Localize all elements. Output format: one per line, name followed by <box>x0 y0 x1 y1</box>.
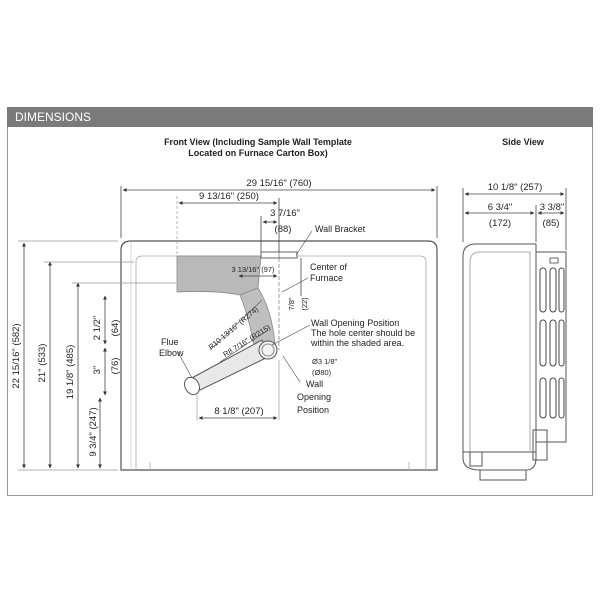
side-depth-front: 6 3/4" <box>488 202 513 213</box>
flue-drop-mm: (76) <box>110 358 121 375</box>
wall-opening-label-2: The hole center should be <box>311 328 415 338</box>
bracket-offset-dim: 3 7/16" <box>270 208 300 219</box>
template-width-dim: 9 13/16" (250) <box>199 191 259 202</box>
side-depth-front-mm: (172) <box>489 218 511 229</box>
center-label-2: Furnace <box>310 273 343 283</box>
diagram-frame <box>7 127 593 496</box>
side-view-title: Side View <box>502 137 545 147</box>
wall-opening-label-1: Wall Opening Position <box>311 318 399 328</box>
side-depth-rear-mm: (85) <box>543 218 560 229</box>
section-header: DIMENSIONS <box>7 107 593 127</box>
flue-rise-mm: (64) <box>110 320 121 337</box>
wall-opening-label-3: within the shaded area. <box>310 338 404 348</box>
flue-elbow <box>184 339 278 396</box>
bottom-offset-dim: 8 1/8" (207) <box>214 406 263 417</box>
wop-label-2: Opening <box>297 392 331 402</box>
flue-label-2: Elbow <box>159 348 184 358</box>
center-label-1: Center of <box>310 262 348 272</box>
height-19-dim: 19 1/8" (485) <box>65 345 76 400</box>
side-view-louvers <box>539 267 565 419</box>
wop-label-1: Wall <box>306 379 323 389</box>
front-view-furnace <box>120 240 438 471</box>
hole-diameter-mm: (Ø80) <box>312 368 332 377</box>
side-depth-rear: 3 3/8" <box>540 202 565 213</box>
height-21-dim: 21" (533) <box>37 344 48 383</box>
flue-label-1: Flue <box>161 337 179 347</box>
wop-label-3: Position <box>297 405 329 415</box>
section-title: DIMENSIONS <box>15 110 92 124</box>
flue-rise-dim: 2 1/2" <box>92 316 103 341</box>
height-overall-dim: 22 15/16" (582) <box>11 323 22 388</box>
height-9-dim: 9 3/4" (247) <box>88 407 99 456</box>
wall-bracket-label: Wall Bracket <box>315 224 366 234</box>
center-drop-dim: 7/8" <box>287 297 296 310</box>
side-depth-overall: 10 1/8" (257) <box>488 182 543 193</box>
center-offset-dim: 3 13/16" (97) <box>231 265 275 274</box>
flue-drop-dim: 3" <box>92 366 103 375</box>
hole-diameter-dim: Ø3 1/8" <box>312 357 338 366</box>
overall-width-dim: 29 15/16" (760) <box>246 178 311 189</box>
side-view-furnace <box>462 243 567 481</box>
front-view-title-2: Located on Furnace Carton Box) <box>188 148 328 158</box>
bracket-offset-mm: (88) <box>275 224 292 235</box>
wall-template-shape <box>176 255 262 296</box>
center-drop-mm: (22) <box>300 297 309 311</box>
front-view-title-1: Front View (Including Sample Wall Templa… <box>164 137 352 147</box>
